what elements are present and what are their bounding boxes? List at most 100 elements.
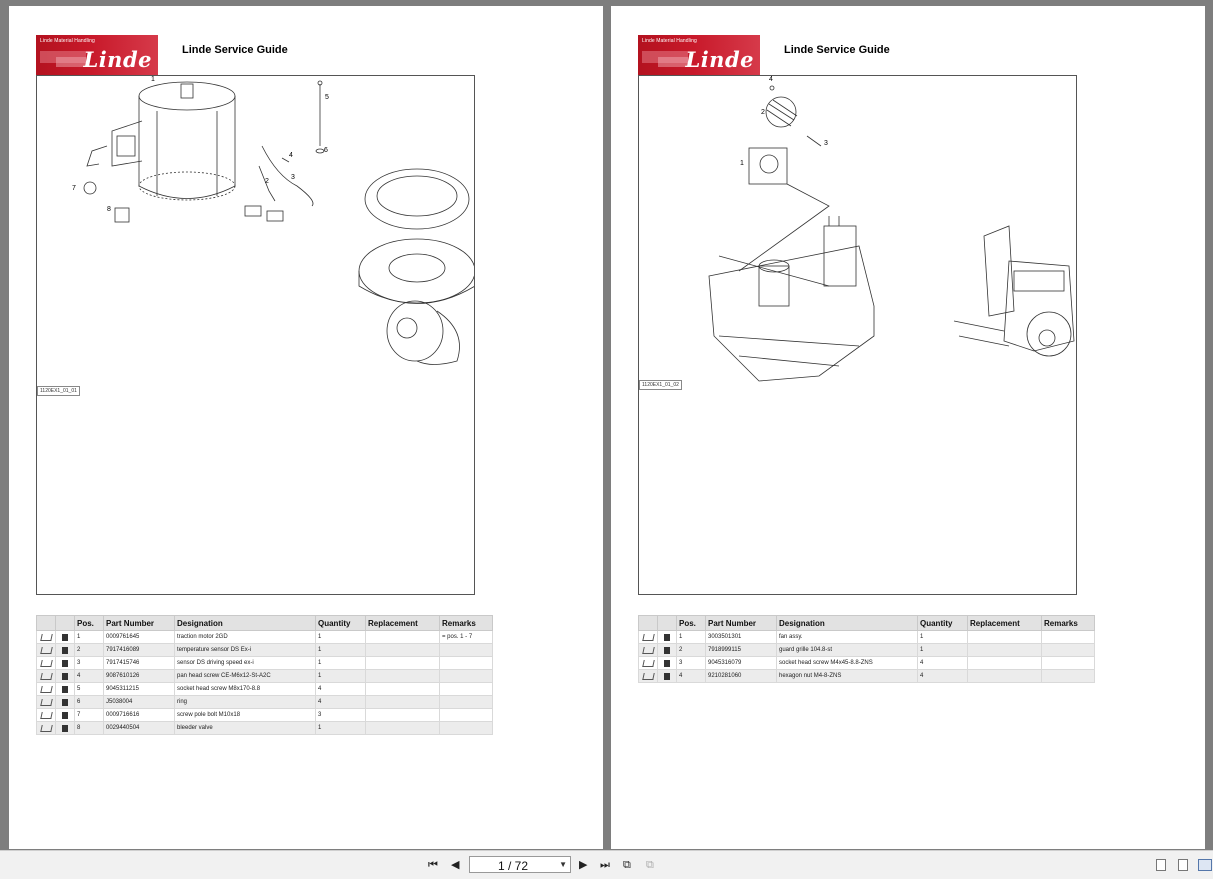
shopping-cart-icon[interactable] xyxy=(39,724,53,732)
document-icon[interactable] xyxy=(62,633,68,641)
header-replacement: Replacement xyxy=(365,615,440,631)
exploded-view-drawing: 4 2 3 1 1120EX1_01_02 xyxy=(638,75,1077,595)
header-doc-column xyxy=(55,615,75,631)
doc-cell xyxy=(55,630,75,644)
cell-replacement xyxy=(365,643,440,657)
document-icon[interactable] xyxy=(62,685,68,693)
two-page-icon[interactable] xyxy=(1198,859,1212,871)
shopping-cart-icon[interactable] xyxy=(39,646,53,654)
viewer-toolbar: ⏮ ◀ 1 / 72 ▼ ▶ ⏭ ⧉ ⧉ xyxy=(0,850,1213,879)
doc-cell xyxy=(657,630,677,644)
cart-cell xyxy=(36,630,56,644)
header-replacement: Replacement xyxy=(967,615,1042,631)
cart-cell xyxy=(36,669,56,683)
logo-tagline: Linde Material Handling xyxy=(40,38,95,44)
cell-remarks: = pos. 1 - 7 xyxy=(439,630,493,644)
cell-designation: pan head screw CE-M6x12-St-A2C xyxy=(174,669,316,683)
page-number-select[interactable]: 1 / 72 ▼ xyxy=(469,856,571,873)
document-icon[interactable] xyxy=(62,698,68,706)
document-icon[interactable] xyxy=(664,672,670,680)
header-doc-column xyxy=(657,615,677,631)
parts-table: Pos. Part Number Designation Quantity Re… xyxy=(36,615,493,735)
previous-page-icon[interactable]: ◀ xyxy=(451,859,460,871)
shopping-cart-icon[interactable] xyxy=(39,659,53,667)
header-part-number: Part Number xyxy=(705,615,777,631)
document-icon[interactable] xyxy=(62,659,68,667)
fan-assembly-illustration xyxy=(708,85,1075,382)
cell-replacement xyxy=(365,695,440,709)
logo-brand: Linde xyxy=(83,47,152,72)
header-quantity: Quantity xyxy=(917,615,968,631)
last-page-icon[interactable]: ⏭ xyxy=(600,859,610,871)
shopping-cart-icon[interactable] xyxy=(39,698,53,706)
cell-pos: 2 xyxy=(676,643,706,657)
document-page-right: Linde Material Handling Linde Linde Serv… xyxy=(611,6,1205,849)
callout-7: 7 xyxy=(72,185,76,192)
shopping-cart-icon[interactable] xyxy=(39,633,53,641)
shopping-cart-icon[interactable] xyxy=(641,659,655,667)
cell-remarks xyxy=(1041,656,1095,670)
cell-quantity: 1 xyxy=(315,669,366,683)
document-icon[interactable] xyxy=(62,711,68,719)
cart-cell xyxy=(638,669,658,683)
first-page-icon[interactable]: ⏮ xyxy=(428,859,438,871)
cell-part-number: 9045311215 xyxy=(103,682,175,696)
logo-brand: Linde xyxy=(685,47,754,72)
cell-remarks xyxy=(1041,630,1095,644)
cell-designation: guard grille 104.8-st xyxy=(776,643,918,657)
cart-cell xyxy=(36,643,56,657)
document-icon[interactable] xyxy=(62,724,68,732)
cell-designation: socket head screw M8x170-8.8 xyxy=(174,682,316,696)
cell-designation: socket head screw M4x45-8.8-ZNS xyxy=(776,656,918,670)
document-icon[interactable] xyxy=(62,646,68,654)
cell-pos: 1 xyxy=(676,630,706,644)
header-pos: Pos. xyxy=(676,615,706,631)
header-remarks: Remarks xyxy=(439,615,493,631)
shopping-cart-icon[interactable] xyxy=(641,672,655,680)
linde-logo: Linde Material Handling Linde xyxy=(638,35,760,75)
single-page-icon[interactable] xyxy=(1156,859,1166,871)
document-icon[interactable] xyxy=(664,659,670,667)
cell-part-number: 0009716616 xyxy=(103,708,175,722)
shopping-cart-icon[interactable] xyxy=(39,711,53,719)
cell-pos: 3 xyxy=(74,656,104,670)
document-icon[interactable] xyxy=(664,646,670,654)
doc-cell xyxy=(657,656,677,670)
cell-designation: ring xyxy=(174,695,316,709)
shopping-cart-icon[interactable] xyxy=(39,672,53,680)
shopping-cart-icon[interactable] xyxy=(39,685,53,693)
shopping-cart-icon[interactable] xyxy=(641,633,655,641)
parts-table: Pos. Part Number Designation Quantity Re… xyxy=(638,615,1095,683)
shopping-cart-icon[interactable] xyxy=(641,646,655,654)
cell-designation: hexagon nut M4-8-ZNS xyxy=(776,669,918,683)
cell-replacement xyxy=(365,656,440,670)
next-page-icon[interactable]: ▶ xyxy=(579,859,588,871)
go-back-icon[interactable]: ⧉ xyxy=(623,859,631,871)
cart-cell xyxy=(638,630,658,644)
cell-replacement xyxy=(967,630,1042,644)
cell-part-number: 0029440504 xyxy=(103,721,175,735)
cell-designation: fan assy. xyxy=(776,630,918,644)
cell-quantity: 3 xyxy=(315,708,366,722)
table-header-row: Pos. Part Number Designation Quantity Re… xyxy=(36,615,493,631)
continuous-page-icon[interactable] xyxy=(1178,859,1188,871)
document-page-left: Linde Material Handling Linde Linde Serv… xyxy=(9,6,603,849)
document-icon[interactable] xyxy=(664,633,670,641)
table-header-row: Pos. Part Number Designation Quantity Re… xyxy=(638,615,1095,631)
cell-quantity: 4 xyxy=(917,656,968,670)
cell-designation: bleeder valve xyxy=(174,721,316,735)
cell-part-number: J5038004 xyxy=(103,695,175,709)
document-icon[interactable] xyxy=(62,672,68,680)
callout-2: 2 xyxy=(265,178,269,185)
doc-cell xyxy=(55,708,75,722)
cell-part-number: 3003501301 xyxy=(705,630,777,644)
page-title: Linde Service Guide xyxy=(784,44,890,56)
chevron-down-icon[interactable]: ▼ xyxy=(559,860,567,869)
cell-remarks xyxy=(439,721,493,735)
go-forward-icon[interactable]: ⧉ xyxy=(646,859,654,871)
cell-quantity: 4 xyxy=(917,669,968,683)
cart-cell xyxy=(638,656,658,670)
